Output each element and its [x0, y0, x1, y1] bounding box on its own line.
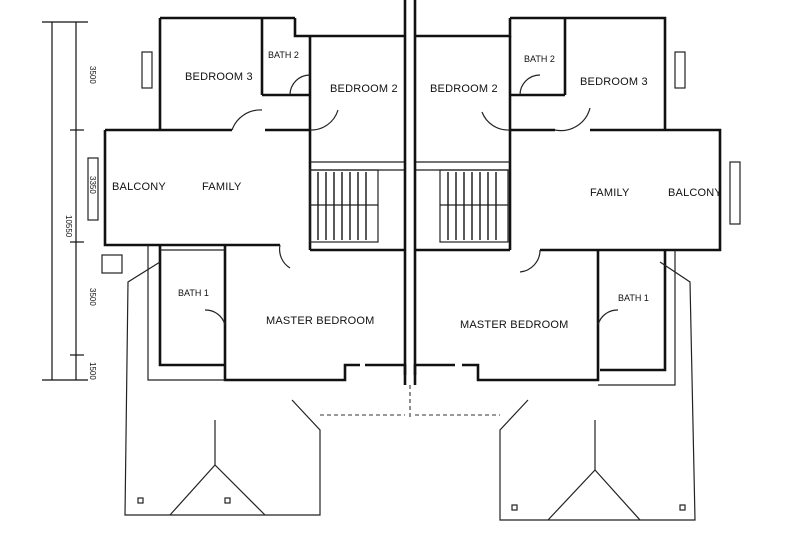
dimension-seg1: 3500 [88, 66, 97, 84]
left-stair [309, 169, 379, 243]
left-bedroom3-label: BEDROOM 3 [185, 71, 253, 83]
right-balcony-label: BALCONY [668, 187, 722, 199]
dimension-lines [42, 21, 88, 381]
dimension-seg3: 3500 [88, 288, 97, 306]
right-bedroom2-label: BEDROOM 2 [430, 83, 498, 95]
window-marks [87, 51, 741, 274]
right-stair [439, 169, 509, 243]
left-bath1-label: BATH 1 [178, 288, 209, 298]
left-bath2-label: BATH 2 [268, 50, 299, 60]
right-bath1-label: BATH 1 [618, 293, 649, 303]
right-roof [415, 261, 696, 521]
left-balcony-label: BALCONY [112, 181, 166, 193]
dimension-seg2: 3350 [88, 176, 97, 194]
door-swings [204, 74, 619, 326]
left-bedroom2-label: BEDROOM 2 [330, 83, 398, 95]
right-bedroom3-label: BEDROOM 3 [580, 76, 648, 88]
left-master-bedroom-label: MASTER BEDROOM [266, 315, 375, 327]
corner-markers [137, 497, 686, 511]
dimension-total: 10550 [64, 215, 73, 238]
right-bath2-label: BATH 2 [524, 54, 555, 64]
right-family-label: FAMILY [590, 187, 630, 199]
left-roof [124, 261, 405, 516]
dimension-seg4: 1500 [88, 362, 97, 380]
party-wall [403, 0, 417, 420]
right-master-bedroom-label: MASTER BEDROOM [460, 319, 569, 331]
left-family-label: FAMILY [202, 181, 242, 193]
